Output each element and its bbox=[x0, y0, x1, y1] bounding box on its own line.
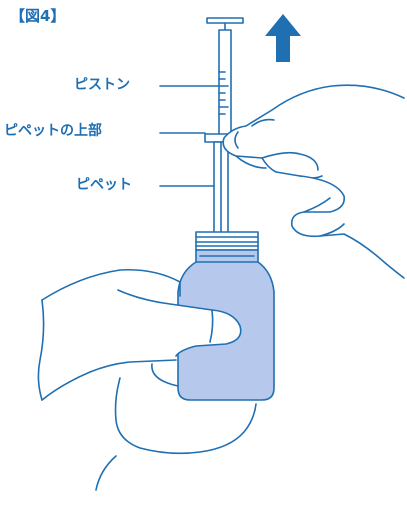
figure-title: 【図4】 bbox=[10, 9, 65, 24]
label-pipette-top: ピペットの上部 bbox=[4, 124, 102, 138]
label-piston: ピストン bbox=[74, 78, 130, 92]
label-pipette: ピペット bbox=[76, 178, 132, 192]
arrow-up-icon bbox=[265, 14, 301, 62]
